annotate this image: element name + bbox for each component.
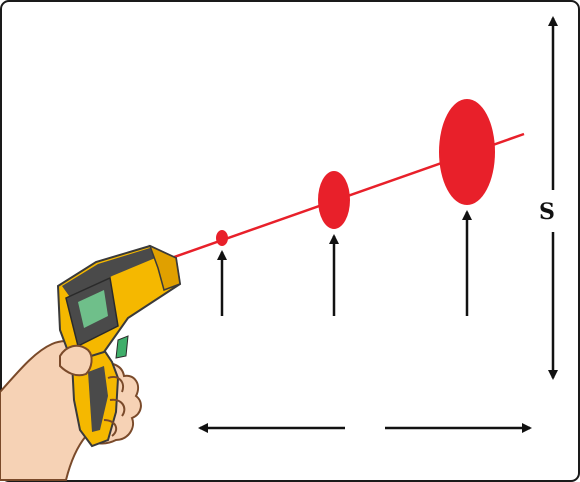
far-spot <box>439 99 495 205</box>
fingers <box>103 376 126 437</box>
middle-spot <box>318 171 350 229</box>
display-screen <box>78 290 108 328</box>
thumb <box>59 344 93 377</box>
spot-size-label: S <box>539 199 555 225</box>
gun-top-band <box>62 248 160 300</box>
trigger <box>115 335 129 359</box>
near-spot <box>216 230 228 246</box>
thermometer-gun-illustration <box>0 244 182 481</box>
handle-grip <box>88 366 108 432</box>
gun-nose <box>148 244 181 291</box>
